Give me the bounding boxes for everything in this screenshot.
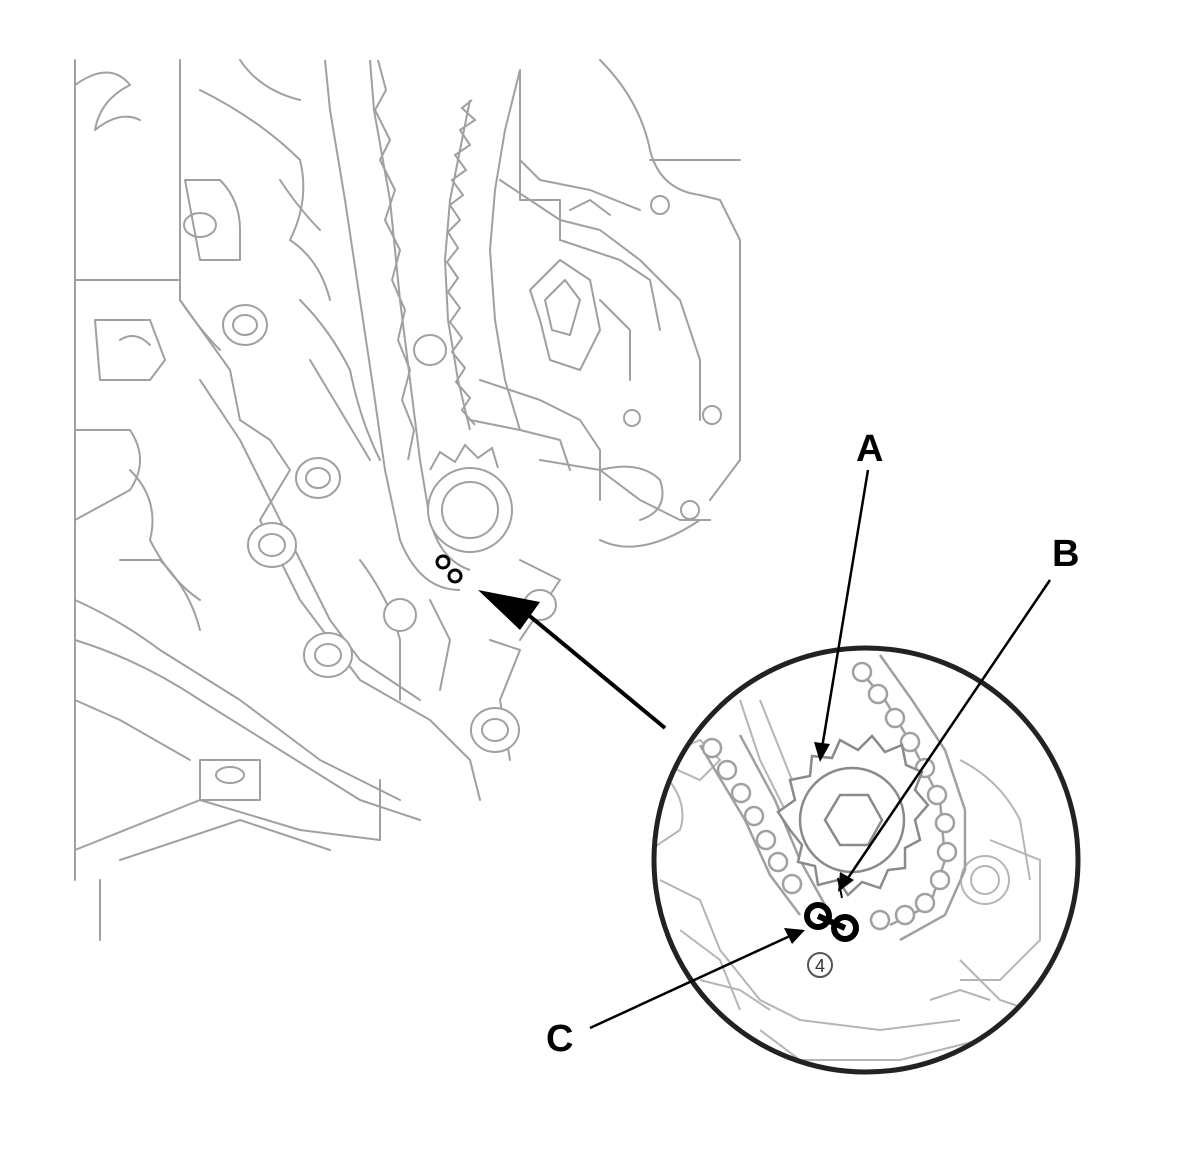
arrow-pointer-icon (478, 590, 667, 730)
callout-leaders (589, 469, 1052, 1030)
callout-label-a: A (856, 428, 884, 470)
callout-label-c: C (546, 1018, 574, 1060)
colored-chain-link (804, 902, 859, 942)
crankshaft-sprocket-main (427, 443, 513, 553)
timing-chain-right-run (443, 69, 521, 431)
leader-b (846, 579, 1052, 879)
timing-chain-icon (698, 654, 967, 942)
callout-label-b: B (1052, 533, 1080, 575)
block-mark-glyph: 4 (807, 952, 833, 978)
flange-bolts (222, 304, 557, 753)
leader-c (589, 934, 791, 1030)
leader-a (820, 469, 870, 749)
arrowhead-c (784, 928, 805, 944)
callout-arrowheads (784, 742, 854, 944)
main-view-link-marker (435, 554, 463, 584)
arrowhead-a (814, 742, 830, 762)
svg-text:4: 4 (815, 956, 825, 976)
engine-block-outline (74, 59, 741, 941)
detail-magnified-view: 4 (651, 645, 1081, 1075)
arrowhead-b (838, 872, 854, 892)
crankshaft-sprocket-icon (776, 734, 930, 897)
